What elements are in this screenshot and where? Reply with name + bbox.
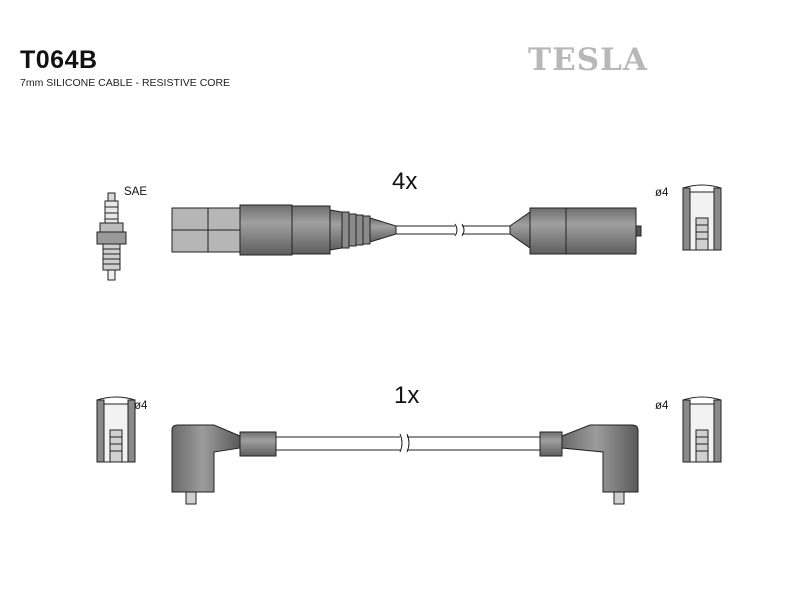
bottom-cable xyxy=(276,433,540,453)
bottom-left-terminal-icon xyxy=(96,396,136,463)
bottom-right-angled-boot xyxy=(539,424,639,505)
top-plug-boot xyxy=(171,204,397,256)
bottom-lead-quantity: 1x xyxy=(394,382,420,409)
bottom-left-angled-boot xyxy=(171,424,277,505)
cable-description: 7mm SILICONE CABLE - RESISTIVE CORE xyxy=(20,77,231,89)
spark-plug-icon xyxy=(96,192,127,281)
top-terminal-size-label: ø4 xyxy=(655,187,669,199)
top-cable xyxy=(396,223,510,237)
brand-logo: TESLA xyxy=(528,42,648,78)
bottom-right-terminal-icon xyxy=(682,396,722,463)
spark-plug-standard-label: SAE xyxy=(124,186,148,198)
part-number: T064B xyxy=(20,46,98,74)
bottom-right-terminal-size-label: ø4 xyxy=(655,400,669,412)
top-coil-boot xyxy=(509,207,642,255)
top-terminal-icon xyxy=(682,184,722,251)
top-lead-quantity: 4x xyxy=(392,168,418,195)
bottom-left-terminal-size-label: ø4 xyxy=(134,400,148,412)
